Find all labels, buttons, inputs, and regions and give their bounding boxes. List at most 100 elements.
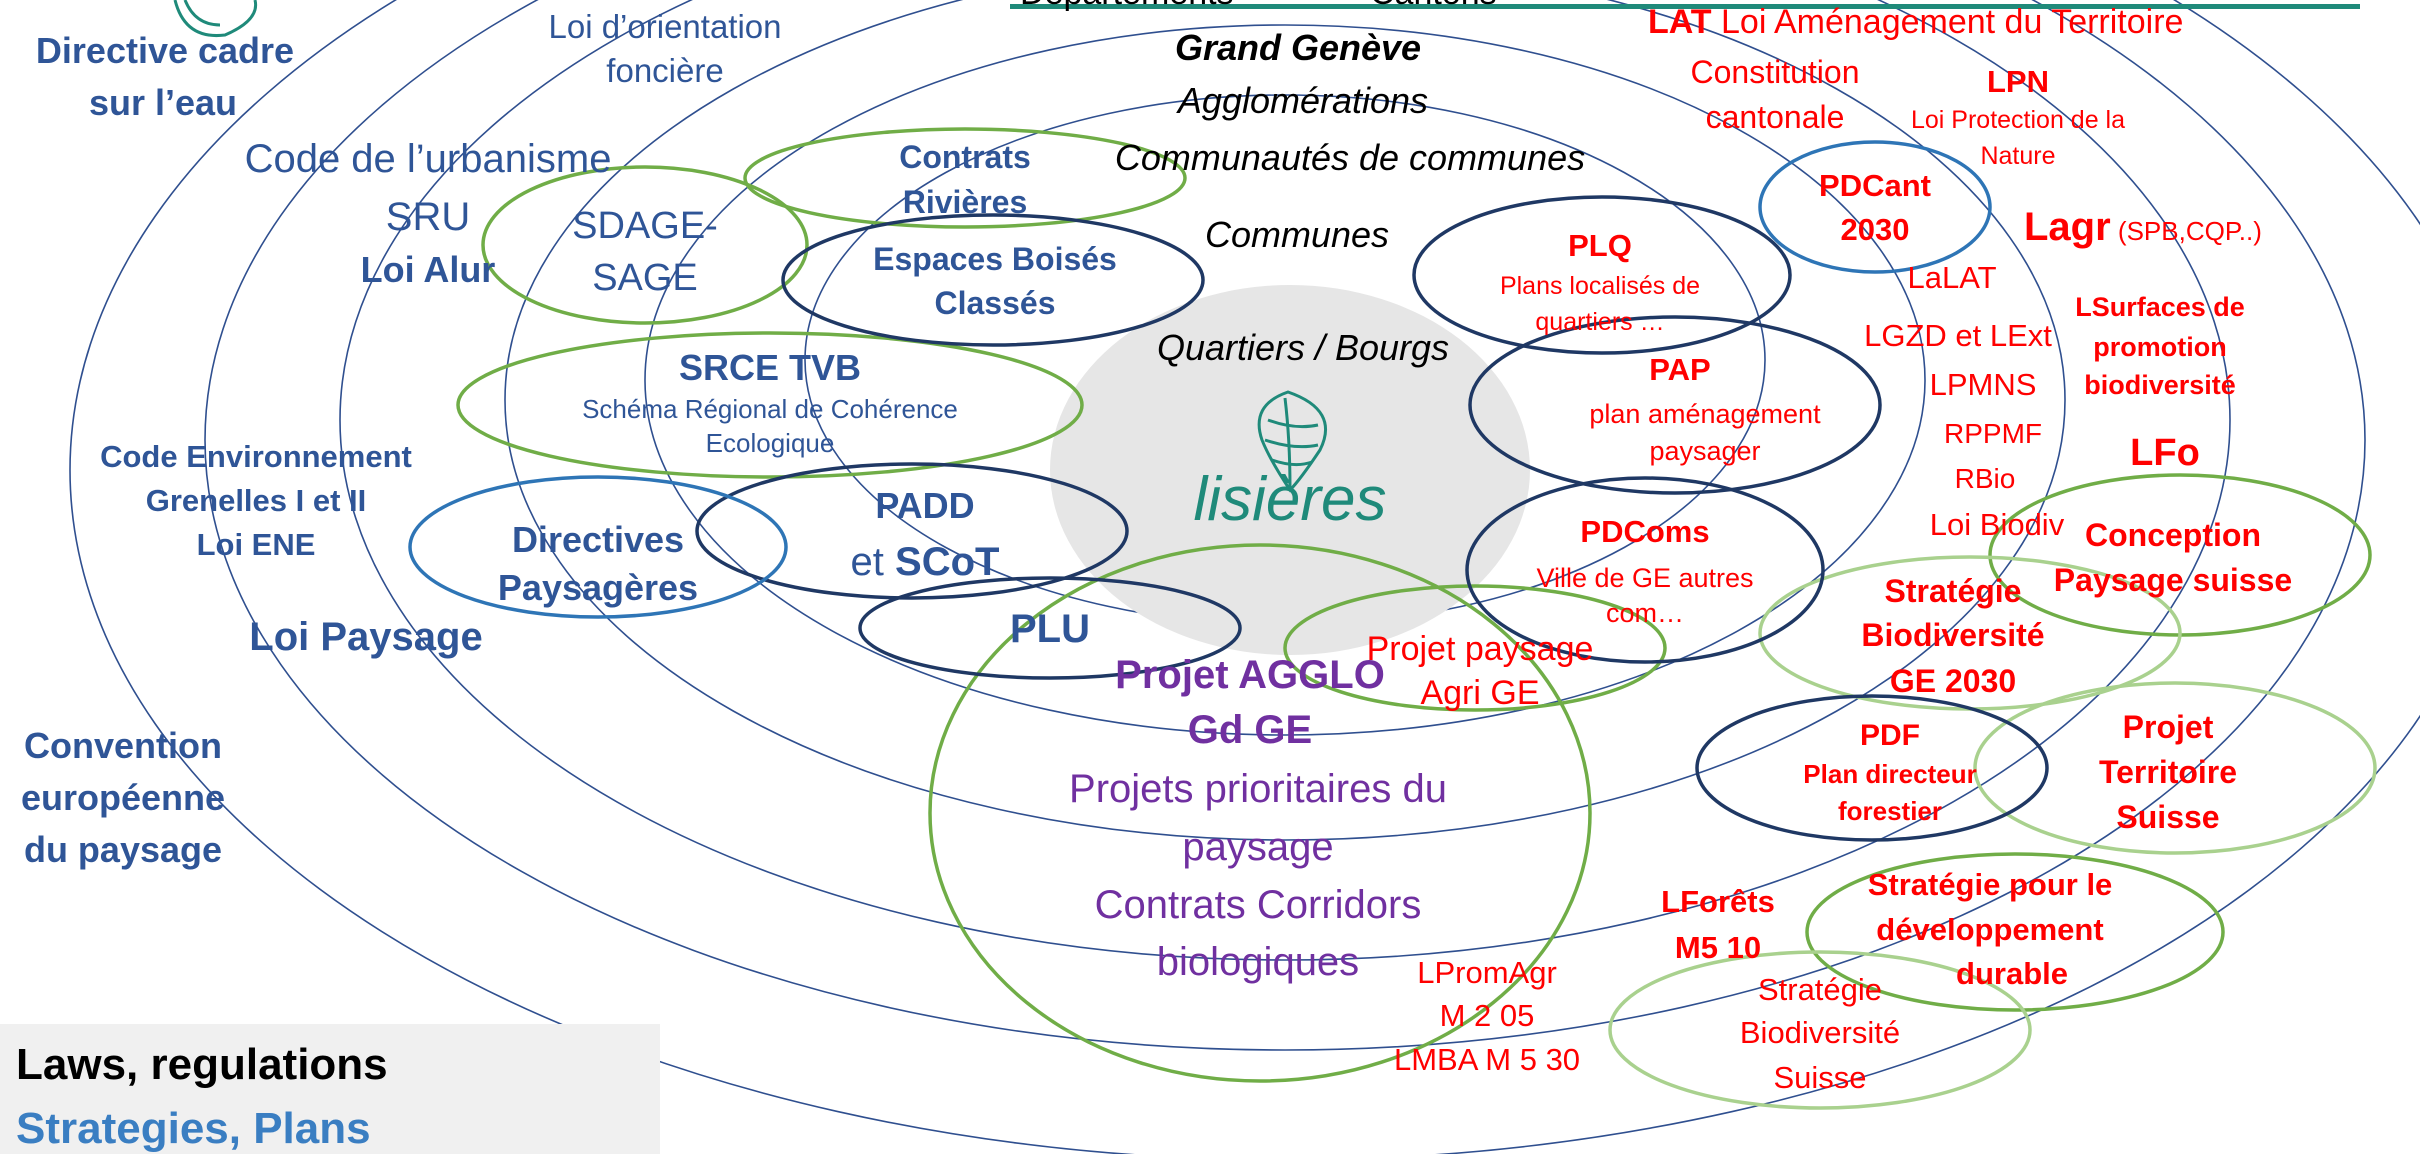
ring-contrats (743, 127, 1187, 229)
lforets-line2: M5 10 (1675, 930, 1761, 965)
right-plans: PDCant 2030 PLQ Plans localisés de quart… (1367, 168, 2293, 1095)
top-banner-line (1010, 4, 2360, 9)
projet-terr-line2: Territoire (2099, 754, 2237, 790)
conception-line2: Paysage suisse (2054, 562, 2292, 598)
ring-3 (504, 0, 2066, 841)
logo-top-left-icon (173, 0, 258, 38)
logo-text: lisières (1194, 465, 1387, 534)
pap-line1: plan aménagement (1589, 399, 1821, 429)
ring-pdcoms (1465, 476, 1825, 664)
ring-conception (1988, 473, 2372, 637)
plan-rings-blue (695, 195, 2049, 842)
strat-ge-line3: GE 2030 (1890, 663, 2016, 699)
lpn-line1: Loi Protection de la (1911, 106, 2125, 134)
plq-line1: Plans localisés de (1500, 272, 1700, 300)
legend-plans: Strategies, Plans (16, 1104, 371, 1153)
strat-ge-line1: Stratégie (1885, 573, 2022, 609)
ring-2 (644, 24, 1926, 736)
level-agglomerations: Agglomérations (1176, 80, 1428, 121)
ring-strat-ch (1608, 950, 2032, 1110)
lagr-label: Lagr (SPB,CQP..) (2024, 205, 2262, 249)
legend-box (0, 1024, 660, 1154)
ring-4 (339, 0, 2231, 961)
directives-line2: Paysagères (498, 567, 698, 608)
code-env-line1: Code Environnement (100, 439, 412, 474)
lmba: LMBA M 5 30 (1394, 1042, 1580, 1077)
ring-directives (408, 475, 788, 619)
projet-paysage-line1: Projet paysage (1367, 630, 1594, 668)
constitution-line2: cantonale (1706, 99, 1845, 135)
right-laws: LAT Loi Aménagement du Territoire Consti… (1394, 3, 2262, 1077)
pdf-title: PDF (1860, 719, 1920, 752)
ring-plu (858, 576, 1242, 680)
convention-line2: européenne (21, 777, 225, 818)
scale-rings (69, 0, 2420, 1154)
contrats-line2: Rivières (903, 184, 1028, 220)
pdcant-line2: 2030 (1841, 212, 1910, 247)
top-label-cantons: Cantons (1370, 0, 1497, 12)
pap-line2: paysager (1649, 436, 1760, 466)
top-label-departements: Départements (1020, 0, 1234, 12)
loi-orientation-line2: foncière (606, 52, 723, 89)
plq-line2: quartiers … (1535, 308, 1664, 336)
et-label: et (851, 540, 895, 584)
code-env-line2: Grenelles I et II (146, 483, 367, 518)
lsurfaces-line1: LSurfaces de (2075, 292, 2245, 322)
agglo-title-1: Projet AGGLO (1115, 653, 1385, 697)
lsurfaces-line2: promotion (2093, 332, 2226, 362)
plan-rings-mid-blue (408, 140, 1992, 619)
lat-full: Loi Aménagement du Territoire (1712, 3, 2184, 41)
lpmns: LPMNS (1930, 367, 2037, 402)
lpromagr-line2: M 2 05 (1440, 998, 1535, 1033)
lpn-line2: Nature (1980, 142, 2055, 170)
ebc-line2: Classés (935, 285, 1056, 321)
pdcoms-abbr: PDComs (1580, 514, 1709, 549)
level-communes: Communes (1205, 214, 1389, 255)
lagr-abbr: Lagr (2024, 205, 2111, 249)
agglo-title-2: Gd GE (1188, 708, 1312, 752)
left-laws: Directive cadre sur l’eau Loi d’orientat… (21, 8, 782, 870)
ring-projet-territoire (1973, 681, 2377, 855)
agglo-line-2: paysage (1182, 825, 1333, 869)
ring-5 (204, 0, 2366, 1051)
plan-rings-green (456, 127, 2372, 1083)
strat-ch-line1: Stratégie (1758, 972, 1882, 1007)
strat-dd-line1: Stratégie pour le (1868, 867, 2113, 902)
code-env-line3: Loi ENE (197, 527, 316, 562)
constitution-line1: Constitution (1691, 54, 1860, 90)
ring-outer (69, 0, 2420, 1154)
sdage-line2: SAGE (592, 257, 698, 299)
projet-terr-line3: Suisse (2116, 799, 2219, 835)
ring-plq (1412, 195, 1792, 355)
loi-paysage: Loi Paysage (249, 615, 482, 659)
loi-biodiv: Loi Biodiv (1930, 507, 2065, 542)
strat-ch-line3: Suisse (1773, 1060, 1866, 1095)
projet-paysage-line2: Agri GE (1420, 674, 1539, 712)
sru: SRU (386, 195, 470, 239)
pdf-line2: forestier (1838, 796, 1942, 826)
ring-pap (1468, 315, 1882, 495)
ring-pdcant (1758, 140, 1992, 274)
agglo-line-4: biologiques (1157, 940, 1359, 984)
srce-line1: Schéma Régional de Cohérence (582, 394, 958, 424)
lat-label: LAT Loi Aménagement du Territoire (1648, 3, 2183, 41)
lagr-sub: (SPB,CQP..) (2111, 216, 2262, 246)
ring-sdage (481, 165, 809, 325)
lforets-line1: LForêts (1661, 884, 1775, 919)
lat-abbr: LAT (1648, 3, 1712, 41)
directive-eau-line1: Directive cadre (36, 30, 294, 71)
ring-pdf (1695, 694, 2049, 842)
level-quartiers: Quartiers / Bourgs (1157, 327, 1449, 368)
ring-padd (695, 462, 1129, 600)
directives-line1: Directives (512, 519, 684, 560)
lgzd: LGZD et LExt (1864, 318, 2052, 353)
scot-label: et SCoT (851, 540, 1000, 584)
level-communautes: Communautés de communes (1115, 137, 1585, 178)
lalat: LaLAT (1907, 260, 1996, 295)
legend-laws: Laws, regulations (16, 1040, 388, 1089)
directive-eau-line2: sur l’eau (89, 82, 237, 123)
agglo-line-3: Contrats Corridors (1095, 883, 1422, 927)
lpn-abbr: LPN (1987, 64, 2049, 99)
convention-line1: Convention (24, 725, 222, 766)
